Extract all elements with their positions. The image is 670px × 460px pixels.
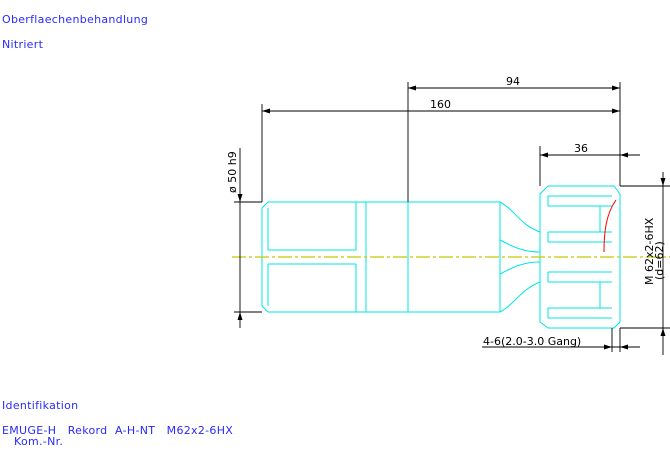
identification-line2: Kom.-Nr. [14, 435, 64, 448]
surface-treatment-heading: Oberflaechenbehandlung [2, 13, 149, 26]
surface-treatment-value: Nitriert [2, 38, 44, 51]
dim-overall-short: 94 [506, 75, 520, 88]
dim-thread-length: 36 [574, 142, 588, 155]
dimension-lines [234, 82, 670, 355]
dim-thread-d: (d=62) [653, 241, 666, 280]
identification-line1: EMUGE-H Rekord A-H-NT M62x2-6HX [2, 424, 234, 437]
dim-thread-spec: M 62x2-6HX [643, 217, 656, 285]
dim-overall-long: 160 [430, 98, 451, 111]
dim-chamfer: 4-6(2.0-3.0 Gang) [483, 335, 581, 348]
identification-heading: Identifikation [2, 399, 79, 412]
arrowheads [237, 85, 666, 350]
dim-diameter: ø 50 h9 [226, 151, 239, 193]
chamfer-highlight [603, 199, 617, 253]
